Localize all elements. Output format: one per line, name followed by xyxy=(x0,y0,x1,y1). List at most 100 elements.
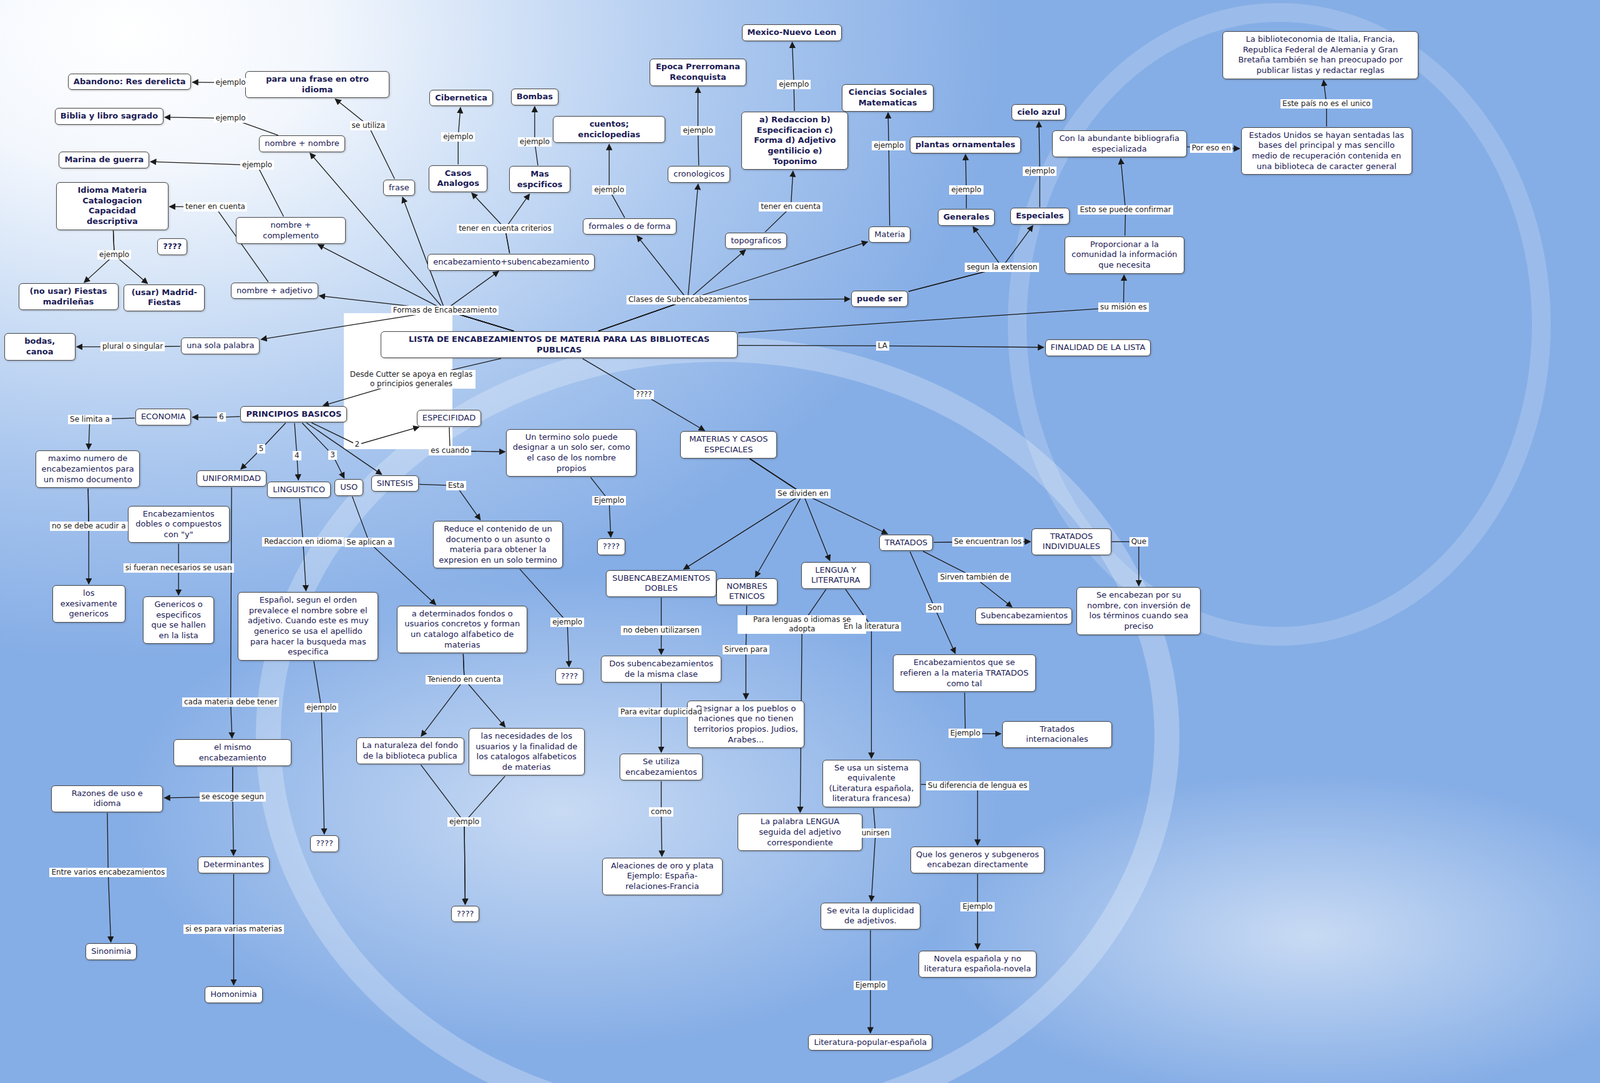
connector xyxy=(609,144,625,218)
connector xyxy=(749,458,830,561)
node-text: TRATADOS INDIVIDUALES xyxy=(1037,531,1106,553)
connector xyxy=(463,653,505,727)
linking-phrase: Por eso en xyxy=(1190,143,1234,153)
linking-phrase: Teniendo en cuenta xyxy=(425,675,503,685)
node-text: Determinantes xyxy=(203,859,264,871)
linking-phrase: segun la extension xyxy=(964,262,1040,273)
connector xyxy=(977,874,978,950)
node-text: maximo numero de encabezamientos para un… xyxy=(41,453,134,485)
connector xyxy=(534,106,538,166)
concept-box: los exesivamente genericos xyxy=(52,585,126,623)
linking-phrase: ???? xyxy=(634,390,654,400)
linking-phrase: Desde Cutter se apoya en reglas o princi… xyxy=(346,370,476,389)
concept-box: Razones de uso e idioma xyxy=(51,785,164,813)
connector xyxy=(1039,121,1040,208)
linking-phrase: Su diferencia de lengua es xyxy=(926,781,1030,791)
connector xyxy=(965,154,966,208)
node-text: Generales xyxy=(943,212,990,223)
connector xyxy=(921,784,978,845)
concept-box: topograficos xyxy=(725,232,787,250)
connector xyxy=(240,423,286,470)
linking-phrase: ejemplo xyxy=(304,703,339,713)
linking-phrase: como xyxy=(648,807,674,817)
concept-box: Materia xyxy=(868,226,911,244)
concept-box: ???? xyxy=(157,238,188,256)
node-text: NOMBRES ETNICOS xyxy=(721,581,772,603)
linking-phrase: su misión es xyxy=(1098,302,1149,313)
concept-box: SINTESIS xyxy=(371,475,419,493)
concept-box: formales o de forma xyxy=(582,218,677,236)
concept-box: Determinantes xyxy=(197,856,270,874)
linking-phrase: Sirven para xyxy=(722,645,770,655)
node-text: a) Redaccion b) Especificacion c) Forma … xyxy=(746,114,843,167)
concept-box: (no usar) Fiestas madrileñas xyxy=(18,283,119,311)
node-text: Materia xyxy=(874,229,905,241)
concept-box: Se encabezan por su nombre, con inversió… xyxy=(1076,587,1201,636)
linking-phrase: Formas de Encabezamiento xyxy=(391,305,499,316)
connector xyxy=(683,458,803,570)
node-text: (usar) Madrid-Fiestas xyxy=(129,287,200,309)
linking-phrase: En la literatura xyxy=(841,622,902,632)
linking-phrase: ejemplo xyxy=(517,137,552,147)
linking-phrase: Ejemplo xyxy=(592,496,626,506)
concept-box: plantas ornamentales xyxy=(909,136,1021,154)
connector xyxy=(598,242,868,332)
concept-box: cuentos; enciclopedias xyxy=(552,116,666,143)
node-text: puede ser xyxy=(856,293,903,305)
linking-phrase: Esto se puede confirmar xyxy=(1077,205,1173,215)
globe-ring xyxy=(1017,12,1542,637)
node-text: SINTESIS xyxy=(376,478,414,490)
connector xyxy=(964,692,1001,734)
connector xyxy=(908,225,1033,293)
concept-box: nombre + adjetivo xyxy=(230,282,319,300)
linking-phrase: unirsen xyxy=(859,828,892,839)
concept-box: Biblia y libro sagrado xyxy=(54,107,164,125)
node-text: Idioma Materia Catalogacion Capacidad de… xyxy=(61,185,163,228)
concept-box: (usar) Madrid-Fiestas xyxy=(123,284,205,312)
connector xyxy=(661,781,663,857)
node-text: una sola palabra xyxy=(186,340,254,352)
node-text: Biblia y libro sagrado xyxy=(60,111,158,122)
node-text: La naturaleza del fondo de la biblioteca… xyxy=(361,740,459,762)
connector xyxy=(232,766,234,856)
concept-box: Aleaciones de oro y plata Ejemplo: Españ… xyxy=(602,858,723,896)
node-text: UNIFORMIDAD xyxy=(202,473,261,485)
node-text: frase xyxy=(388,182,410,194)
concept-box: Se usa un sistema equivalente (Literatur… xyxy=(822,760,921,809)
node-text: La biblioteconomia de Italia, Francia, R… xyxy=(1228,34,1413,77)
node-text: SUBENCABEZAMIENTOS DOBLES xyxy=(611,573,711,595)
connector xyxy=(738,275,1124,334)
node-text: Proporcionar a la comunidad la informaci… xyxy=(1070,239,1180,271)
connector xyxy=(871,808,876,902)
concept-box: Mas espcificos xyxy=(509,165,571,193)
node-text: los exesivamente genericos xyxy=(58,588,120,620)
node-text: las necesidades de los usuarios y la fin… xyxy=(474,731,580,774)
concept-box: maximo numero de encabezamientos para un… xyxy=(35,450,140,488)
node-text: Especiales xyxy=(1015,210,1064,222)
concept-box: ESPECIFIDAD xyxy=(416,409,482,427)
connector xyxy=(598,184,699,332)
linking-phrase: ejemplo xyxy=(776,79,811,90)
concept-box: FINALIDAD DE LA LISTA xyxy=(1045,339,1152,357)
node-text: bodas, canoa xyxy=(9,336,70,357)
connector xyxy=(922,551,1013,608)
linking-phrase: Este país no es el unico xyxy=(1280,99,1373,109)
concept-box: UNIFORMIDAD xyxy=(196,470,267,488)
node-text: topograficos xyxy=(730,235,782,247)
concept-box: ???? xyxy=(451,906,480,923)
node-text: nombre + complemento xyxy=(241,220,341,241)
node-text: cielo azul xyxy=(1017,107,1061,118)
node-text: Ciencias Sociales Matematicas xyxy=(847,87,928,108)
connector xyxy=(1120,158,1126,236)
concept-box: Abandono: Res derelicta xyxy=(68,73,192,91)
node-text: LINGUISTICO xyxy=(272,484,326,496)
connector xyxy=(302,423,344,479)
node-text: Que los generos y subgeneros encabezan d… xyxy=(916,849,1040,871)
node-text: ESPECIFIDAD xyxy=(422,413,476,424)
linking-phrase: si es para varias materias xyxy=(183,924,284,935)
linking-phrase: 2 xyxy=(353,439,362,450)
linking-phrase: ejemplo xyxy=(550,617,585,628)
linking-phrase: tener en cuenta xyxy=(183,202,248,212)
concept-box: Se utiliza encabezamientos xyxy=(619,753,704,781)
connector xyxy=(313,661,325,835)
